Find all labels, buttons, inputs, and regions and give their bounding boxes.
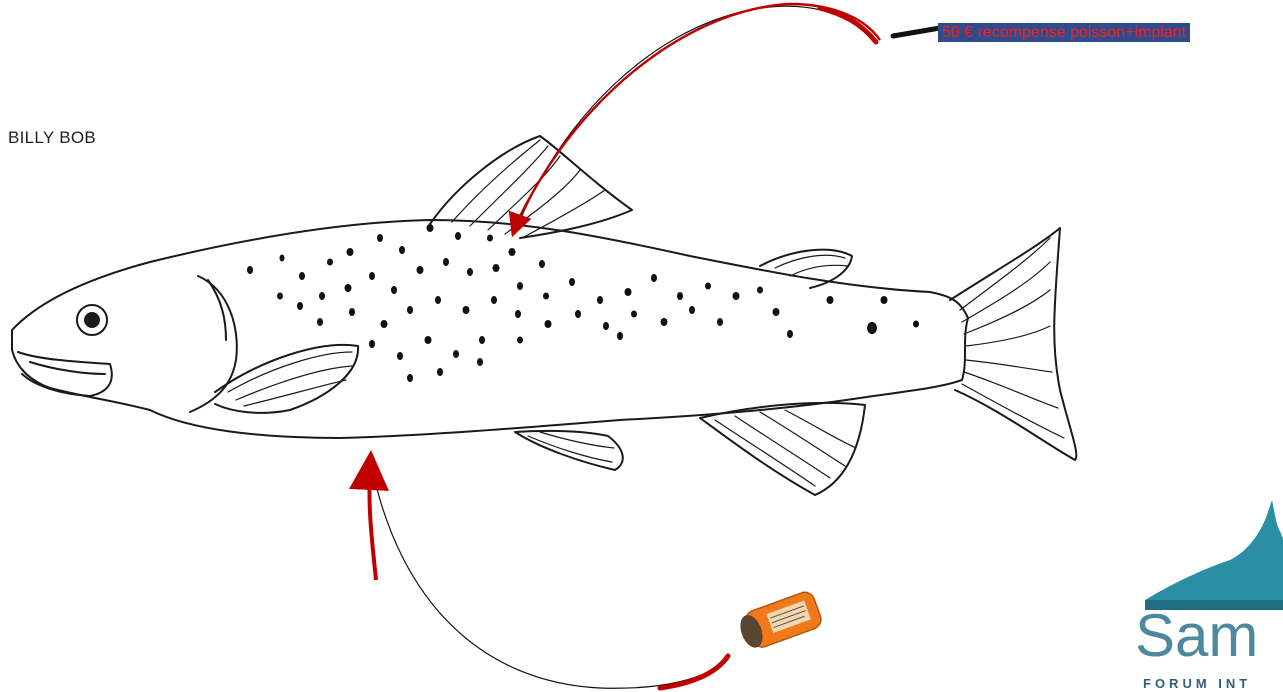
fish-body	[12, 220, 968, 438]
trout-illustration	[12, 136, 1076, 495]
reward-label: 50 € recompense poisson+implant	[938, 23, 1190, 42]
fish-name-label: BILLY BOB	[8, 128, 96, 148]
tail-fin	[950, 228, 1076, 460]
reward-callout: 50 € recompense poisson+implant	[880, 8, 1283, 44]
orange-acoustic-tag	[736, 590, 824, 653]
logo-mount-graphic	[1145, 500, 1283, 610]
implant-arrow	[369, 468, 728, 688]
dorsal-fin-rays	[452, 140, 605, 238]
logo-subtitle: FORUM INT	[1143, 676, 1283, 692]
fish-spots	[247, 224, 919, 382]
pelvic-fin	[515, 431, 623, 470]
dorsal-fin	[430, 136, 632, 238]
logo-word: Sam	[1135, 606, 1283, 666]
anal-fin	[700, 403, 865, 495]
tail-fin-rays	[960, 238, 1064, 438]
reward-arrow	[515, 4, 880, 232]
